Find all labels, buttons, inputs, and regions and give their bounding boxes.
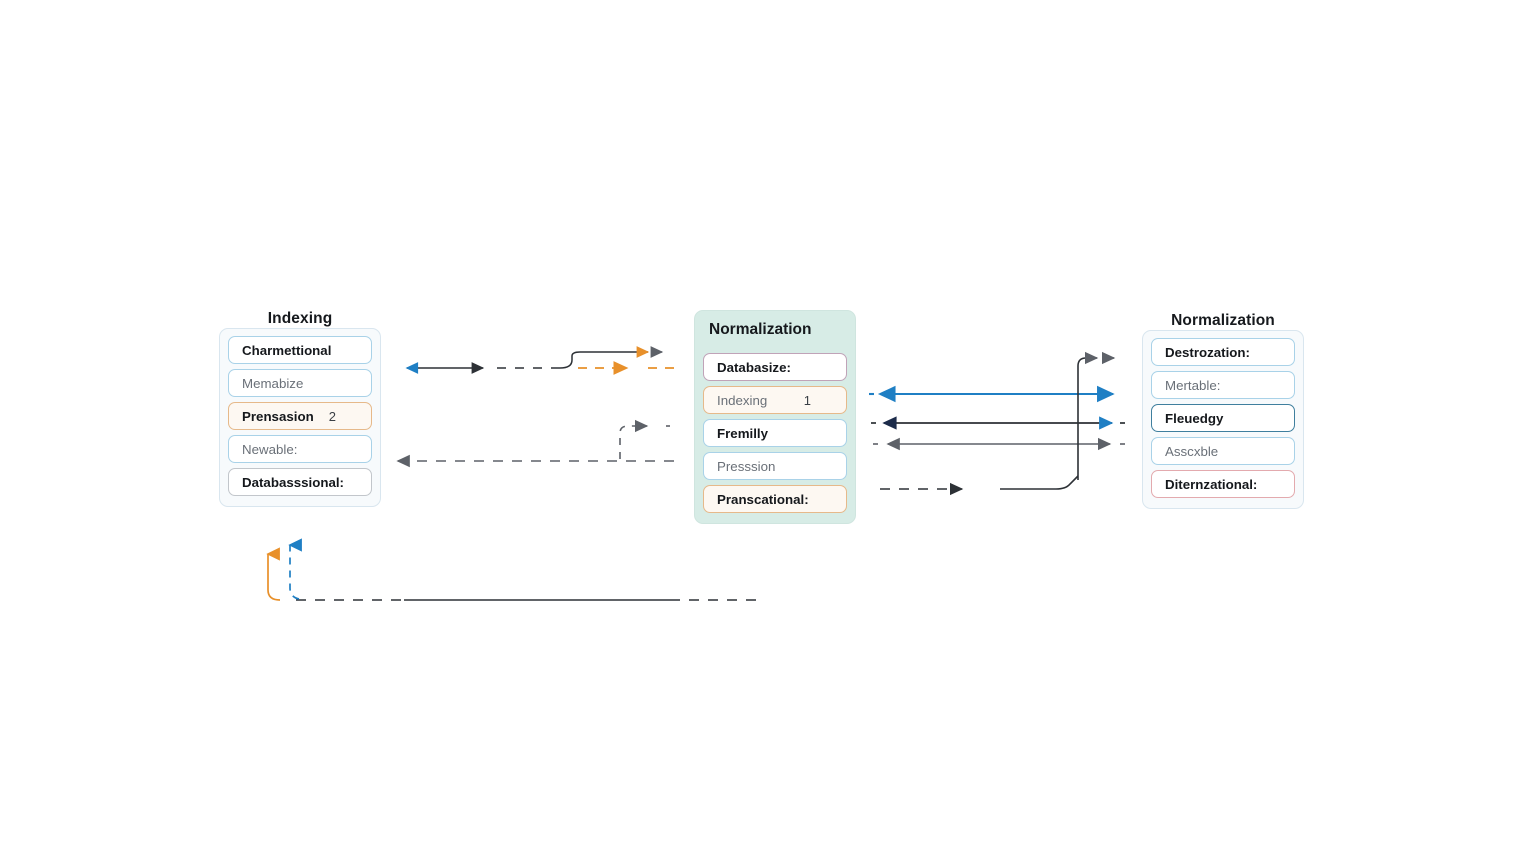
panel-body-normalization: Normalization Databasize: Indexing 1 Fre…: [694, 310, 856, 524]
card-indexing[interactable]: Indexing 1: [703, 386, 847, 414]
card-value: 1: [803, 392, 811, 408]
card-label: Fremilly: [717, 425, 768, 441]
card-label: Databasssional:: [242, 474, 344, 490]
card-mertable[interactable]: Mertable:: [1151, 371, 1295, 399]
card-label: Presssion: [717, 458, 776, 474]
card-newable[interactable]: Newable:: [228, 435, 372, 463]
card-label: Prensasion: [242, 408, 314, 424]
connector-bottom-loopback-orange: [266, 547, 281, 601]
connector-right-trunk: [1077, 351, 1116, 480]
card-label: Pranscational:: [717, 491, 809, 507]
card-asscxble[interactable]: Asscxble: [1151, 437, 1295, 465]
card-label: Diternzational:: [1165, 476, 1258, 492]
panel-normalization: Normalization Databasize: Indexing 1 Fre…: [694, 310, 856, 524]
panel-body-normalization-2: Destrozation: Mertable: Fleuedgy Asscxbl…: [1142, 330, 1304, 509]
panel-title-normalization-2: Normalization: [1171, 312, 1275, 329]
card-label: Databasize:: [717, 359, 791, 375]
panel-body-indexing: Charmettional Memabize Prensasion 2 Newa…: [219, 328, 381, 507]
card-label: Destrozation:: [1165, 344, 1250, 360]
connector-left-top-curve: [559, 346, 664, 369]
card-fremilly[interactable]: Fremilly: [703, 419, 847, 447]
card-label: Asscxble: [1165, 443, 1219, 459]
panel-title-indexing: Indexing: [267, 310, 333, 327]
connector-mid-right-bottom-dashed: [880, 475, 1079, 496]
card-presssion[interactable]: Presssion: [703, 452, 847, 480]
panel-normalization-2: Normalization Destrozation: Mertable: Fl…: [1142, 312, 1304, 509]
card-label: Indexing: [717, 392, 768, 408]
card-label: Newable:: [242, 441, 298, 457]
card-label: Charmettional: [242, 342, 332, 358]
panel-title-normalization: Normalization: [709, 321, 812, 338]
card-label: Memabize: [242, 375, 304, 391]
card-fleuedgy[interactable]: Fleuedgy: [1151, 404, 1295, 432]
connector-bottom-loopback-blue: [288, 538, 302, 600]
card-memabize[interactable]: Memabize: [228, 369, 372, 397]
card-pranscational[interactable]: Pranscational:: [703, 485, 847, 513]
card-databasssional[interactable]: Databasssional:: [228, 468, 372, 496]
connector-left-branch-dashed: [619, 419, 670, 459]
card-databasize[interactable]: Databasize:: [703, 353, 847, 381]
card-label: Mertable:: [1165, 377, 1221, 393]
card-prensasion[interactable]: Prensasion 2: [228, 402, 372, 430]
card-destrozation[interactable]: Destrozation:: [1151, 338, 1295, 366]
card-charmettional[interactable]: Charmettional: [228, 336, 372, 364]
panel-indexing: Indexing Charmettional Memabize Prensasi…: [219, 310, 381, 507]
card-value: 2: [328, 408, 336, 424]
card-diternzational[interactable]: Diternzational:: [1151, 470, 1295, 498]
card-label: Fleuedgy: [1165, 410, 1224, 426]
